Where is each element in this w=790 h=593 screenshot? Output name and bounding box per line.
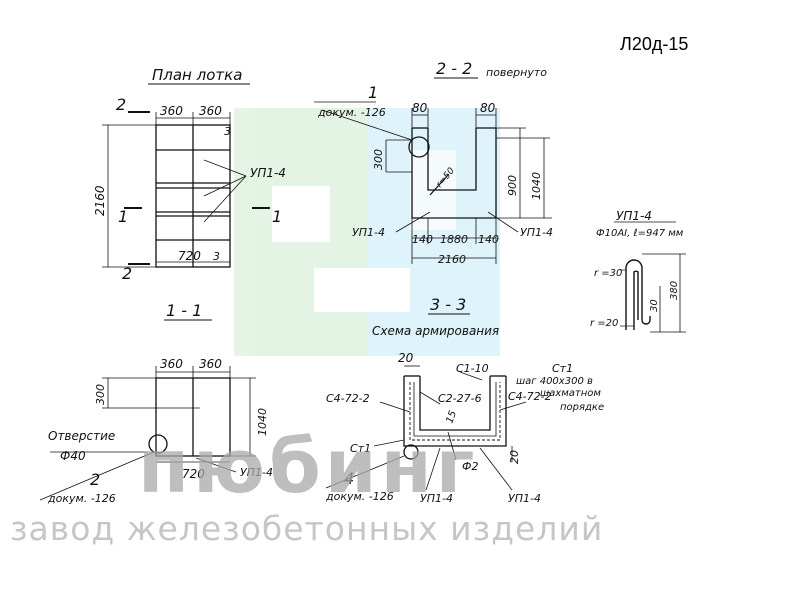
section-3-3	[325, 313, 527, 491]
watermark-subtitle: завод железобетонных изделий	[10, 509, 603, 548]
loop-r20: r =20	[590, 318, 618, 329]
section22-note: повернуто	[486, 66, 547, 79]
logo-cutout-2	[314, 268, 410, 312]
section33-ct1-left: Ст1	[350, 442, 371, 455]
section22-dim-1880: 1880	[440, 233, 468, 246]
section22-title: 2 - 2	[436, 59, 472, 78]
section-3-3-labels: 3 - 3 Схема армирования 20 20 15 С1-10 С…	[325, 295, 604, 505]
loop-detail-labels: УП1-4 Ф10АI, ℓ=947 мм r =30 r =20 30 380	[590, 209, 684, 329]
plan-label-up: УП1-4	[250, 166, 286, 180]
section33-dim-15: 15	[444, 409, 459, 425]
section33-step-note-2: шахматном	[540, 388, 601, 399]
section22-dim-top-right: 80	[480, 101, 496, 115]
section33-callout-doc: докум. -126	[325, 490, 394, 503]
section33-title: 3 - 3	[430, 295, 466, 314]
loop-dim-30: 30	[649, 299, 660, 312]
section33-up-right: УП1-4	[508, 492, 541, 505]
section33-ct1-top: Ст1	[552, 362, 573, 375]
loop-dim-380: 380	[669, 281, 680, 300]
plan-dim-top-left: 360	[160, 104, 183, 118]
section22-dim-2160: 2160	[438, 253, 466, 266]
section33-c1: С1-10	[456, 362, 489, 375]
section-2-2-labels: 2 - 2 повернуто 1 докум. -126 80 80 300 …	[317, 59, 553, 266]
plan-title: План лотка	[152, 66, 242, 84]
section33-phi2: Ф2	[462, 460, 478, 473]
section11-callout-doc: докум. -126	[47, 492, 116, 505]
section22-label-left: УП1-4	[352, 226, 385, 239]
loop-spec: Ф10АI, ℓ=947 мм	[596, 228, 684, 239]
section11-dim-1040: 1040	[256, 408, 269, 436]
section22-dim-140-left: 140	[412, 233, 433, 246]
section22-callout-doc: докум. -126	[317, 106, 386, 119]
section11-hole-diam: Ф40	[60, 449, 86, 463]
section-1-1	[39, 319, 256, 501]
section33-c2: С2-27-6	[438, 392, 482, 405]
plan-section-2-bottom: 2	[122, 264, 132, 283]
section11-dim-top-right: 360	[199, 357, 222, 371]
section33-callout-num: 4	[344, 469, 354, 488]
plan-dim-top-right: 360	[199, 104, 222, 118]
section11-hole-label: Отверстие	[48, 429, 115, 443]
section11-dim-300: 300	[94, 384, 107, 405]
section22-dim-top-left: 80	[412, 101, 428, 115]
section-1-1-labels: 1 - 1 360 360 300 1040 720 Отверстие Ф40…	[47, 301, 273, 505]
section22-dim-left-300: 300	[372, 149, 385, 170]
plan-dim-bottom-small: 3	[213, 250, 220, 263]
section33-step-note-3: порядке	[560, 402, 604, 413]
section11-callout-num: 2	[90, 470, 100, 489]
section33-c4-left: С4-72-2	[326, 392, 370, 405]
section33-c4-right: С4-72-2	[508, 390, 552, 403]
section22-dim-900: 900	[506, 175, 519, 196]
section33-step-note-1: шаг 400х300 в	[516, 376, 593, 387]
watermark-brand: пюбинг	[138, 424, 478, 510]
logo-cutout-1	[272, 186, 330, 242]
section33-dim-20-right: 20	[508, 450, 521, 464]
plan-dim-height: 2160	[93, 185, 107, 216]
plan-section-2-top: 2	[116, 95, 126, 114]
logo-blue-block	[368, 108, 500, 356]
loop-r30: r =30	[594, 268, 622, 279]
section22-label-right: УП1-4	[520, 226, 553, 239]
section-2-2	[314, 77, 552, 264]
plan-section-1-left: 1	[118, 207, 128, 226]
plan-dim-right-small: 3	[224, 125, 231, 138]
section33-up-left: УП1-4	[420, 492, 453, 505]
section11-title: 1 - 1	[166, 301, 202, 320]
sheet-code: Л20д-15	[620, 34, 688, 54]
section33-subtitle: Схема армирования	[372, 324, 499, 338]
section22-callout-num: 1	[368, 83, 378, 102]
plan-view: План лотка	[102, 66, 270, 268]
plan-section-1-right: 1	[272, 207, 282, 226]
section11-dim-top-left: 360	[160, 357, 183, 371]
section33-dim-20-top: 20	[398, 351, 414, 365]
section22-dim-140-right: 140	[478, 233, 499, 246]
watermark-text: пюбинг завод железобетонных изделий	[10, 424, 603, 548]
plan-labels: 360 360 3 2160 720 3 УП1-4 2 2 1 1	[93, 95, 286, 283]
loop-detail	[614, 221, 686, 333]
section11-label-up: УП1-4	[240, 466, 273, 479]
section11-dim-720: 720	[182, 467, 205, 481]
section22-dim-1040: 1040	[530, 172, 543, 200]
loop-title: УП1-4	[616, 209, 652, 223]
plan-dim-bottom: 720	[178, 249, 201, 263]
